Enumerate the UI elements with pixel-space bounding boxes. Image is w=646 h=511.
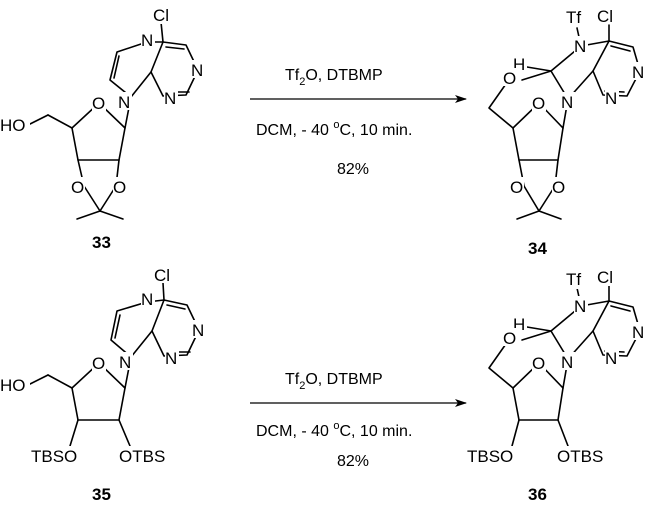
n3-atom: N: [164, 89, 176, 108]
cl-atom: Cl: [597, 268, 613, 287]
ring-oxygen-atom: O: [532, 354, 545, 373]
n9-atom: N: [118, 93, 130, 112]
n1-atom: N: [632, 323, 644, 342]
conditions-text-1: DCM, - 40 oC, 10 min.: [256, 119, 412, 139]
n3-atom: N: [605, 349, 617, 368]
acetonide-oxygen-right: O: [552, 178, 565, 197]
yield-text-1: 82%: [337, 161, 369, 178]
yield-text-2: 82%: [337, 453, 369, 470]
n3-atom: N: [605, 89, 617, 108]
acetonide-oxygen-right: O: [113, 178, 126, 197]
tbso-group: TBSO: [31, 447, 77, 466]
n7-atom: N: [574, 297, 586, 316]
compound-35: Cl N N N N O HO TBSO OTBS 35: [0, 263, 206, 504]
reaction-arrow-2: Tf2O, DTBMP DCM, - 40 oC, 10 min. 82%: [250, 371, 467, 470]
n9-atom: N: [119, 353, 131, 372]
ring-oxygen-atom: O: [532, 94, 545, 113]
n9-atom: N: [561, 93, 573, 112]
cl-atom: Cl: [153, 6, 169, 25]
cl-atom: Cl: [597, 7, 613, 26]
reaction-arrow-1: Tf2O, DTBMP DCM, - 40 oC, 10 min. 82%: [250, 67, 467, 178]
compound-label-36: 36: [528, 485, 547, 504]
otbs-group: OTBS: [557, 447, 603, 466]
compound-34: Cl Tf N N N N H O O O O 34: [488, 4, 646, 258]
compound-36: Cl Tf N N N N H O O TBSO OTBS 36: [466, 266, 646, 504]
ring-oxygen-atom: O: [92, 354, 105, 373]
tbso-group: TBSO: [467, 447, 513, 466]
ring-oxygen-atom: O: [92, 94, 105, 113]
reagent-text-1: Tf2O, DTBMP: [285, 67, 383, 88]
bridge-oxygen-atom: O: [503, 329, 516, 348]
cl-atom: Cl: [154, 266, 170, 285]
compound-label-34: 34: [528, 239, 547, 258]
n1-atom: N: [192, 321, 204, 340]
tf-group: Tf: [566, 8, 581, 27]
conditions-text-2: DCM, - 40 oC, 10 min.: [256, 420, 412, 440]
acetonide-oxygen-left: O: [510, 178, 523, 197]
bridge-oxygen-atom: O: [503, 69, 516, 88]
acetonide-oxygen-left: O: [71, 178, 84, 197]
n1-atom: N: [191, 61, 203, 80]
hydroxyl-label: HO: [0, 376, 26, 395]
n7-atom: N: [141, 290, 153, 309]
n9-atom: N: [561, 353, 573, 372]
n3-atom: N: [165, 349, 177, 368]
n7-atom: N: [574, 37, 586, 56]
hydroxyl-label: HO: [0, 116, 26, 135]
otbs-group: OTBS: [119, 447, 165, 466]
tf-group: Tf: [566, 270, 581, 289]
compound-label-33: 33: [92, 233, 111, 252]
n1-atom: N: [632, 63, 644, 82]
compound-33: Cl N N N N O HO O O 33: [0, 4, 205, 252]
reagent-text-2: Tf2O, DTBMP: [285, 371, 383, 392]
compound-label-35: 35: [92, 485, 111, 504]
n7-atom: N: [141, 31, 153, 50]
